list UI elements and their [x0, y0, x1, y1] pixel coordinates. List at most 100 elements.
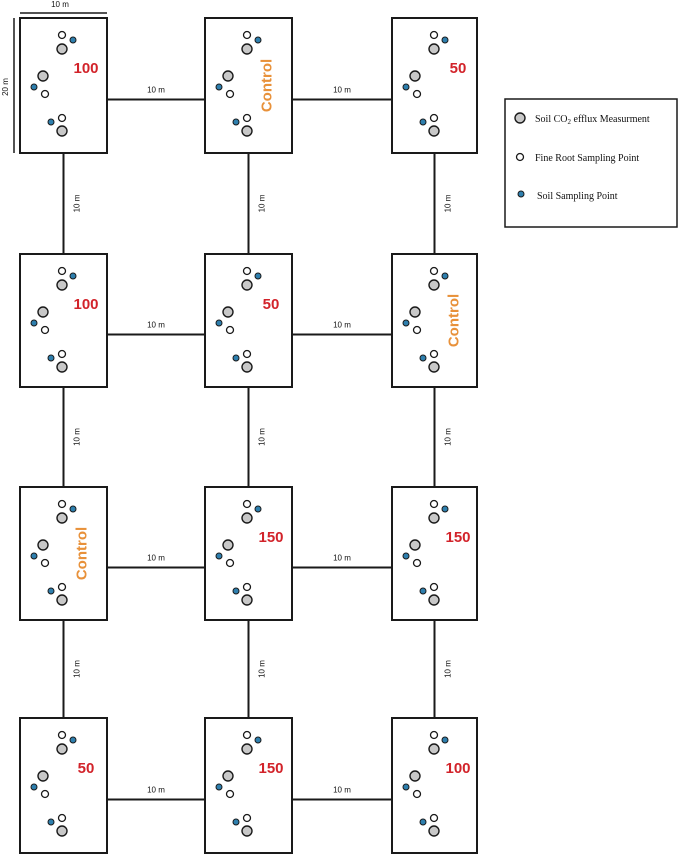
co2-measurement-point: [37, 770, 49, 782]
soil-sampling-point: [69, 36, 77, 44]
treatment-label: 150: [445, 529, 470, 546]
co2-measurement-point: [241, 594, 253, 606]
co2-measurement-point: [241, 512, 253, 524]
soil-sampling-point: [30, 552, 38, 560]
treatment-label: 100: [73, 60, 98, 77]
soil-sampling-point: [215, 83, 223, 91]
treatment-label: Control: [446, 294, 463, 347]
fine-root-sampling-point: [225, 558, 235, 568]
soil-sampling-point: [254, 736, 262, 744]
horizontal-distance-label: 10 m: [333, 554, 351, 563]
co2-measurement-point: [56, 125, 68, 137]
soil-sampling-point: [402, 319, 410, 327]
co2-measurement-point: [428, 43, 440, 55]
treatment-label: 50: [263, 296, 280, 313]
fine-root-sampling-point: [40, 789, 50, 799]
treatment-label: 150: [258, 760, 283, 777]
fine-root-sampling-point: [57, 266, 67, 276]
co2-measurement-point: [409, 306, 421, 318]
co2-measurement-point: [428, 743, 440, 755]
fine-root-sampling-point: [57, 813, 67, 823]
co2-measurement-point: [428, 512, 440, 524]
soil-sampling-point: [402, 552, 410, 560]
vertical-distance-label: 10 m: [258, 660, 267, 678]
fine-root-sampling-point: [429, 499, 439, 509]
plot-2-2: 50: [204, 253, 293, 388]
co2-measurement-point: [37, 539, 49, 551]
fine-root-sampling-point: [242, 30, 252, 40]
fine-root-sampling-point: [242, 730, 252, 740]
fine-root-sampling-point: [242, 813, 252, 823]
horizontal-distance-label: 10 m: [333, 86, 351, 95]
legend-root-marker: [515, 152, 525, 162]
soil-sampling-point: [232, 118, 240, 126]
fine-root-sampling-point: [429, 813, 439, 823]
plot-1-3: 50: [391, 17, 478, 154]
soil-sampling-point: [232, 818, 240, 826]
legend-box: [504, 98, 678, 228]
co2-measurement-point: [428, 125, 440, 137]
plot-4-3: 100: [391, 717, 478, 854]
soil-sampling-point: [69, 505, 77, 513]
soil-sampling-point: [419, 354, 427, 362]
soil-sampling-point: [232, 354, 240, 362]
horizontal-distance-label: 10 m: [147, 86, 165, 95]
fine-root-sampling-point: [242, 499, 252, 509]
co2-measurement-point: [241, 361, 253, 373]
co2-measurement-point: [56, 43, 68, 55]
soil-sampling-point: [254, 36, 262, 44]
soil-sampling-point: [419, 818, 427, 826]
co2-measurement-point: [428, 361, 440, 373]
soil-sampling-point: [30, 83, 38, 91]
fine-root-sampling-point: [225, 89, 235, 99]
plot-1-1: 100: [19, 17, 108, 154]
plot-4-1: 50: [19, 717, 108, 854]
co2-measurement-point: [409, 70, 421, 82]
legend-item-root: Fine Root Sampling Point: [515, 152, 639, 164]
horizontal-distance-label: 10 m: [333, 786, 351, 795]
legend: Soil CO2 efflux Measurment Fine Root Sam…: [504, 98, 678, 228]
fine-root-sampling-point: [40, 558, 50, 568]
plot-dimension-markers: 10 m 20 m: [1, 0, 107, 153]
soil-sampling-point: [47, 587, 55, 595]
soil-sampling-point: [441, 505, 449, 513]
legend-soil-label: Soil Sampling Point: [537, 191, 618, 202]
soil-sampling-point: [47, 818, 55, 826]
soil-sampling-point: [254, 272, 262, 280]
treatment-label: Control: [74, 527, 91, 580]
width-dimension-label: 10 m: [51, 0, 69, 9]
fine-root-sampling-point: [225, 789, 235, 799]
fine-root-sampling-point: [412, 89, 422, 99]
co2-measurement-point: [409, 770, 421, 782]
fine-root-sampling-point: [429, 30, 439, 40]
height-dimension-label: 20 m: [1, 78, 10, 96]
vertical-distance-label: 10 m: [444, 428, 453, 446]
fine-root-sampling-point: [412, 558, 422, 568]
soil-sampling-point: [419, 118, 427, 126]
vertical-distance-label: 10 m: [444, 194, 453, 212]
fine-root-sampling-point: [57, 730, 67, 740]
soil-sampling-point: [419, 587, 427, 595]
fine-root-sampling-point: [57, 499, 67, 509]
fine-root-sampling-point: [242, 266, 252, 276]
soil-sampling-point: [215, 552, 223, 560]
soil-sampling-point: [215, 783, 223, 791]
soil-sampling-point: [441, 36, 449, 44]
fine-root-sampling-point: [242, 349, 252, 359]
vertical-distance-label: 10 m: [258, 194, 267, 212]
fine-root-sampling-point: [57, 30, 67, 40]
vertical-distance-label: 10 m: [258, 428, 267, 446]
fine-root-sampling-point: [242, 113, 252, 123]
plot-3-3: 150: [391, 486, 478, 621]
treatment-label: Control: [259, 59, 276, 112]
soil-sampling-point: [402, 783, 410, 791]
treatment-label: 100: [445, 760, 470, 777]
co2-measurement-point: [222, 539, 234, 551]
co2-measurement-point: [241, 279, 253, 291]
co2-measurement-point: [222, 306, 234, 318]
legend-item-co2: Soil CO2 efflux Measurment: [514, 112, 650, 126]
fine-root-sampling-point: [429, 582, 439, 592]
legend-root-label: Fine Root Sampling Point: [535, 153, 639, 164]
